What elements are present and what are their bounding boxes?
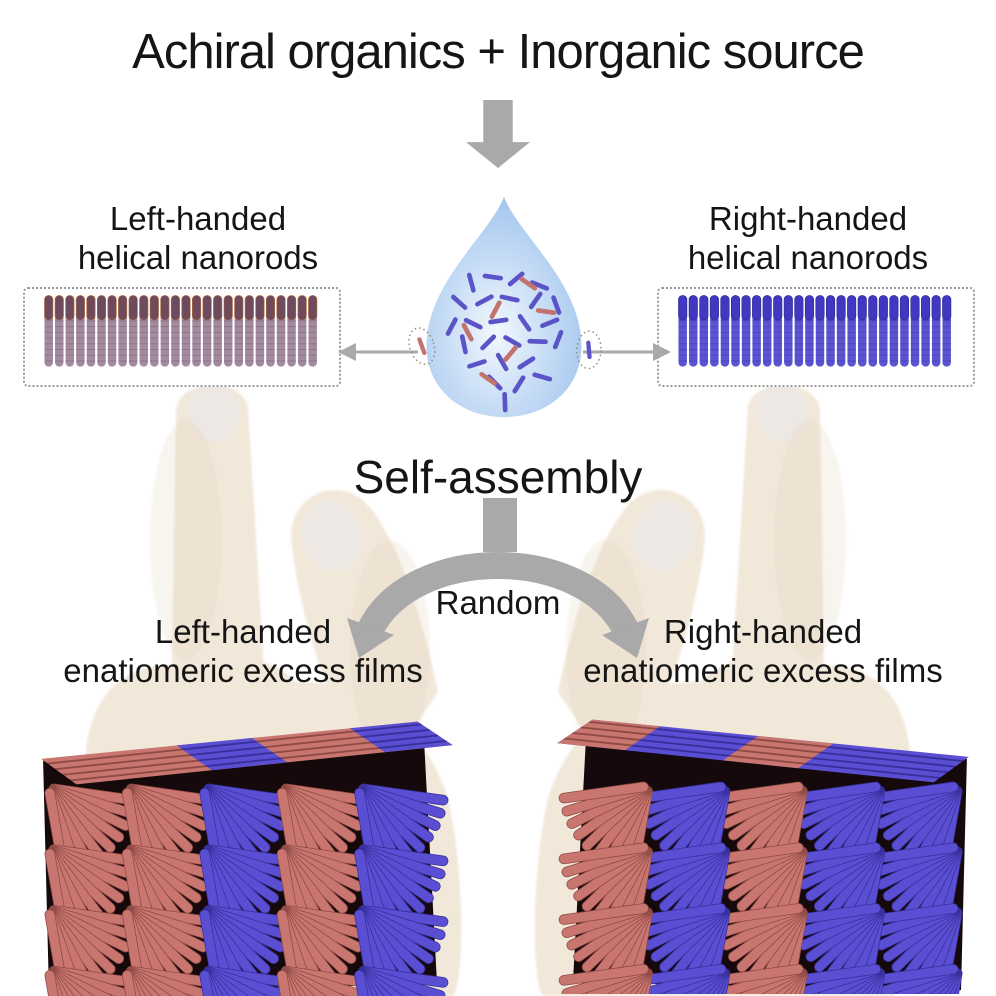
- left-nanorods-label-line2: helical nanorods: [77, 238, 319, 276]
- solution-droplet: [408, 196, 602, 418]
- right-nanorods-label-line1: Right-handed: [708, 200, 908, 237]
- left-nanorods-box: [23, 287, 341, 387]
- right-film-label-line2: enatiomeric excess films: [583, 651, 943, 689]
- right-helical-nanorods-image: [678, 295, 952, 367]
- down-arrow-icon: [466, 100, 530, 168]
- page-title: Achiral organics + Inorganic source: [132, 25, 865, 79]
- right-nanorods-label-line2: helical nanorods: [687, 238, 929, 276]
- self-assembly-label: Self-assembly: [353, 451, 643, 503]
- right-handed-film-image: [557, 719, 969, 994]
- left-nanorods-label: Left-handed helical nanorods: [28, 200, 368, 278]
- right-connector-arrow: [583, 343, 671, 361]
- right-nanorods-label: Right-handed helical nanorods: [638, 200, 978, 278]
- right-film-label: Right-handed enatiomeric excess films: [528, 613, 996, 691]
- left-film-label-line2: enatiomeric excess films: [63, 651, 423, 689]
- left-connector-arrow: [338, 343, 418, 361]
- left-film-label-line1: Left-handed: [154, 613, 332, 650]
- left-film-label: Left-handed enatiomeric excess films: [8, 613, 478, 691]
- right-film-label-line1: Right-handed: [663, 613, 863, 650]
- left-helical-nanorods-image: [44, 295, 318, 367]
- random-branch-arrow: [347, 498, 649, 658]
- left-handed-film-image: [41, 721, 453, 996]
- right-nanorods-box: [657, 287, 975, 387]
- random-label: Random: [435, 584, 561, 621]
- left-nanorods-label-line1: Left-handed: [109, 200, 287, 237]
